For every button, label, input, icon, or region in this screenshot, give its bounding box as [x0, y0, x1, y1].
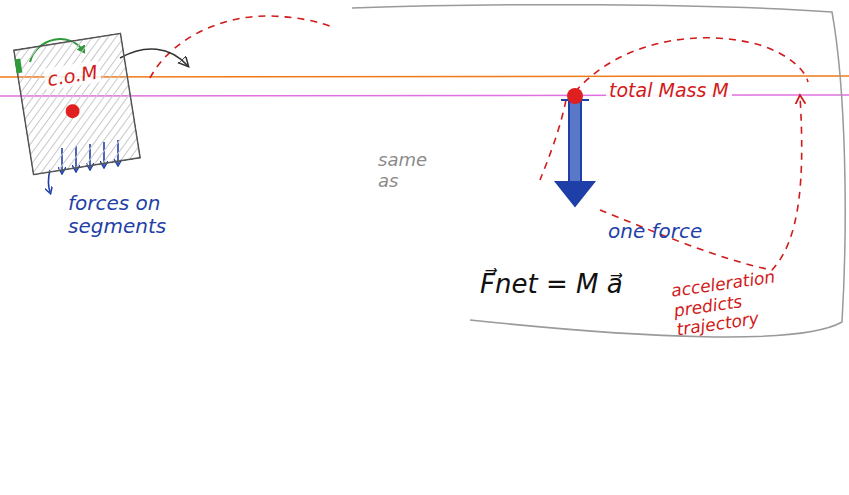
- trajectory-dashed: [150, 16, 335, 78]
- force-note: forces on segments: [68, 192, 198, 238]
- body-box: c.o.M: [13, 32, 142, 176]
- box-outline: [13, 32, 142, 176]
- mass-dot: [567, 88, 583, 104]
- com-label: c.o.M: [43, 60, 102, 91]
- trajectory-note: acceleration predicts trajectory: [670, 264, 807, 340]
- mass-label: total Mass M: [606, 80, 732, 102]
- motion-arrow: [120, 49, 188, 66]
- trajectory-dashed: [540, 96, 802, 270]
- comparison-note: same as: [378, 150, 448, 191]
- rotation-arrow: [30, 39, 84, 62]
- net-force-arrow: [556, 100, 594, 206]
- equation: F⃗net = M a⃗: [480, 270, 670, 300]
- force-note: one force: [608, 220, 738, 243]
